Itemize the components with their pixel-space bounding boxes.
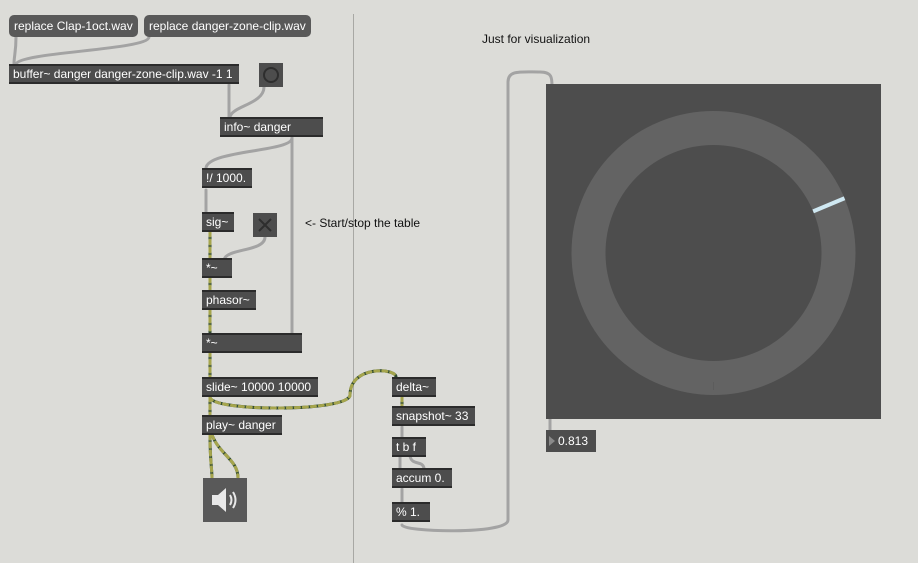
x-icon <box>258 218 272 232</box>
multiply-object-2[interactable]: *~ <box>202 333 302 353</box>
replace-danger-message[interactable]: replace danger-zone-clip.wav <box>144 15 311 37</box>
start-stop-toggle[interactable] <box>253 213 277 237</box>
start-stop-comment: <- Start/stop the table <box>305 216 421 230</box>
info-object[interactable]: info~ danger <box>220 117 323 137</box>
speaker-dac-button[interactable] <box>203 478 247 522</box>
sig-object[interactable]: sig~ <box>202 212 234 232</box>
phasor-object[interactable]: phasor~ <box>202 290 256 310</box>
multiply-object-1[interactable]: *~ <box>202 258 232 278</box>
cord-mod-to-dial <box>400 70 554 533</box>
slide-object[interactable]: slide~ 10000 10000 <box>202 377 318 397</box>
speaker-icon <box>212 488 237 512</box>
accum-object[interactable]: accum 0. <box>392 468 452 488</box>
play-object[interactable]: play~ danger <box>202 415 282 435</box>
dial-display[interactable] <box>546 84 881 419</box>
bang-button[interactable] <box>259 63 283 87</box>
cord-info-to-div <box>204 136 294 170</box>
trigger-object[interactable]: t b f <box>392 437 426 457</box>
cord-danger-to-buffer <box>14 35 151 66</box>
dial-ring <box>571 111 856 395</box>
cord-clap-to-buffer <box>12 35 18 66</box>
number-value: 0.813 <box>558 434 589 448</box>
cord-bang-to-info <box>228 85 266 119</box>
cord-toggle-to-mult1 <box>222 235 267 262</box>
number-arrow-icon <box>549 436 555 446</box>
replace-clap-message[interactable]: replace Clap-1oct.wav <box>9 15 138 37</box>
snapshot-object[interactable]: snapshot~ 33 <box>392 406 475 426</box>
buffer-object[interactable]: buffer~ danger danger-zone-clip.wav -1 1 <box>9 64 239 84</box>
float-number-box[interactable]: 0.813 <box>546 430 596 452</box>
dial-needle <box>812 196 846 214</box>
divide-object[interactable]: !/ 1000. <box>202 168 252 188</box>
patch-divider <box>353 14 354 563</box>
visualization-comment: Just for visualization <box>482 32 591 46</box>
modulo-object[interactable]: % 1. <box>392 502 430 522</box>
delta-object[interactable]: delta~ <box>392 377 436 397</box>
bang-ring-icon <box>263 67 279 83</box>
